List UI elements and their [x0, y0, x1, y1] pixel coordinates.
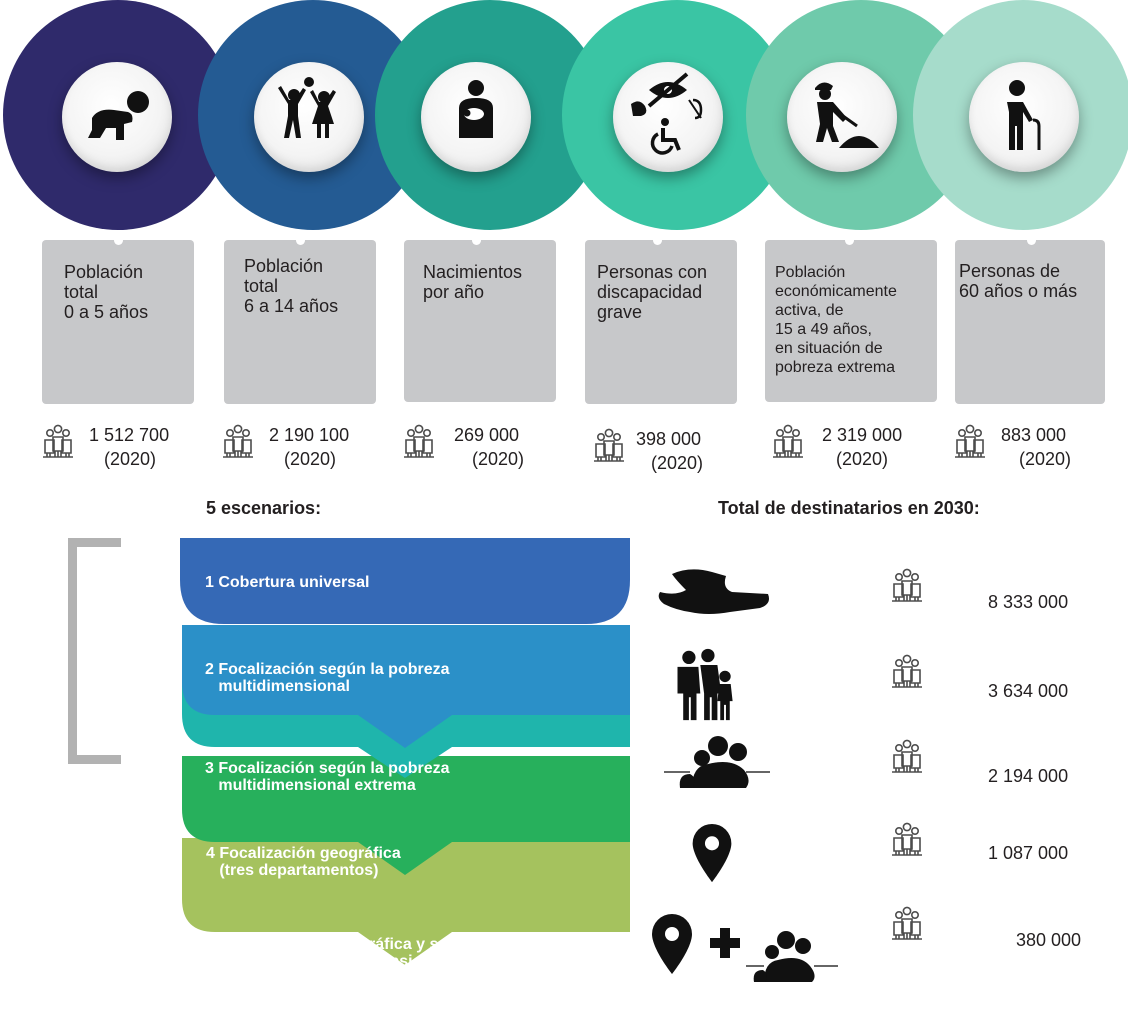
group-year-4: (2020): [651, 453, 704, 473]
elderly-cane-icon: [969, 62, 1079, 172]
group-count-1: 1 512 700: [89, 425, 170, 445]
scenario-label-3: 3 Focalización según la pobreza multidim…: [205, 760, 450, 794]
group-count-2: 2 190 100: [269, 425, 350, 445]
totals-heading: Total de destinatarios en 2030:: [718, 498, 980, 518]
people-icon: [892, 906, 922, 940]
group-count-5: 2 319 000: [822, 425, 903, 445]
group-label-box-6: [955, 236, 1105, 404]
scenario-label-5: 5 Focalización geográfica y según la pob…: [217, 936, 512, 970]
scenario-band-1: [180, 538, 630, 624]
family-icon: [677, 648, 733, 721]
pin-plus-poverty-icon: [652, 914, 838, 982]
haiti-map-icon: [658, 569, 769, 614]
group-label-3: Nacimientos por año: [423, 262, 523, 302]
group-label-box-4: [585, 236, 737, 404]
group-label-box-1: [42, 236, 194, 404]
group-label-5: Población económicamente activa, de 15 a…: [775, 264, 897, 376]
group-label-4: Personas con discapacidad grave: [597, 262, 708, 322]
group-label-6: Personas de 60 años o más: [959, 261, 1078, 301]
people-icon: [892, 654, 922, 688]
scenario-total-1: 8 333 000: [988, 592, 1069, 612]
mother-baby-icon: [421, 62, 531, 172]
scenarios-heading: 5 escenarios:: [206, 498, 322, 518]
group-label-2: Población total 6 a 14 años: [244, 256, 339, 316]
people-icon: [892, 822, 922, 856]
scenario-label-4: 4 Focalización geográfica (tres departam…: [206, 845, 401, 879]
scenarios-bracket: [68, 538, 121, 764]
scenario-total-4: 1 087 000: [988, 843, 1069, 863]
scenario-total-2: 3 634 000: [988, 681, 1069, 701]
group-label-box-5: [765, 236, 937, 402]
scenario-band-4: [182, 756, 630, 875]
scenario-band-2: [182, 625, 630, 748]
scenario-label-1: 1 Cobertura universal: [205, 574, 370, 591]
group-label-1: Población total 0 a 5 años: [64, 262, 149, 322]
group-year-5: (2020): [836, 449, 889, 469]
scenario-label-2: 2 Focalización según la pobreza multidim…: [205, 661, 450, 695]
scenario-total-3: 2 194 000: [988, 766, 1069, 786]
scenario-band-5: [182, 838, 630, 965]
crawling-baby-icon: [62, 62, 172, 172]
group-year-6: (2020): [1019, 449, 1072, 469]
children-playing-icon: [254, 62, 364, 172]
people-icon: [892, 739, 922, 773]
group-count-4: 398 000: [636, 429, 702, 449]
worker-shovel-icon: [787, 62, 897, 172]
scenario-total-5: 380 000: [1016, 930, 1082, 950]
group-label-box-3: [404, 236, 556, 402]
group-year-3: (2020): [472, 449, 525, 469]
group-year-1: (2020): [104, 449, 157, 469]
disability-icon: [613, 62, 723, 172]
location-pin-icon: [692, 823, 732, 883]
group-label-box-2: [224, 236, 376, 404]
poverty-group-icon: [664, 736, 770, 788]
group-year-2: (2020): [284, 449, 337, 469]
group-count-3: 269 000: [454, 425, 520, 445]
people-icon: [892, 568, 922, 602]
group-count-6: 883 000: [1001, 425, 1067, 445]
